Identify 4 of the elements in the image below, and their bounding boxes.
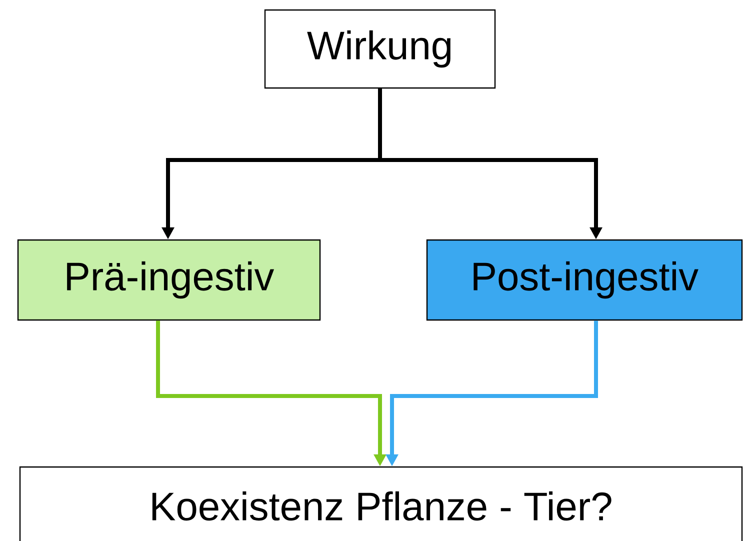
heading-box: Wirkung xyxy=(264,9,496,89)
process-box: Post-ingestiv xyxy=(426,239,743,321)
question-box: Koexistenz Pflanze - Tier? xyxy=(19,466,743,541)
process-box: Prä-ingestiv xyxy=(17,239,321,321)
